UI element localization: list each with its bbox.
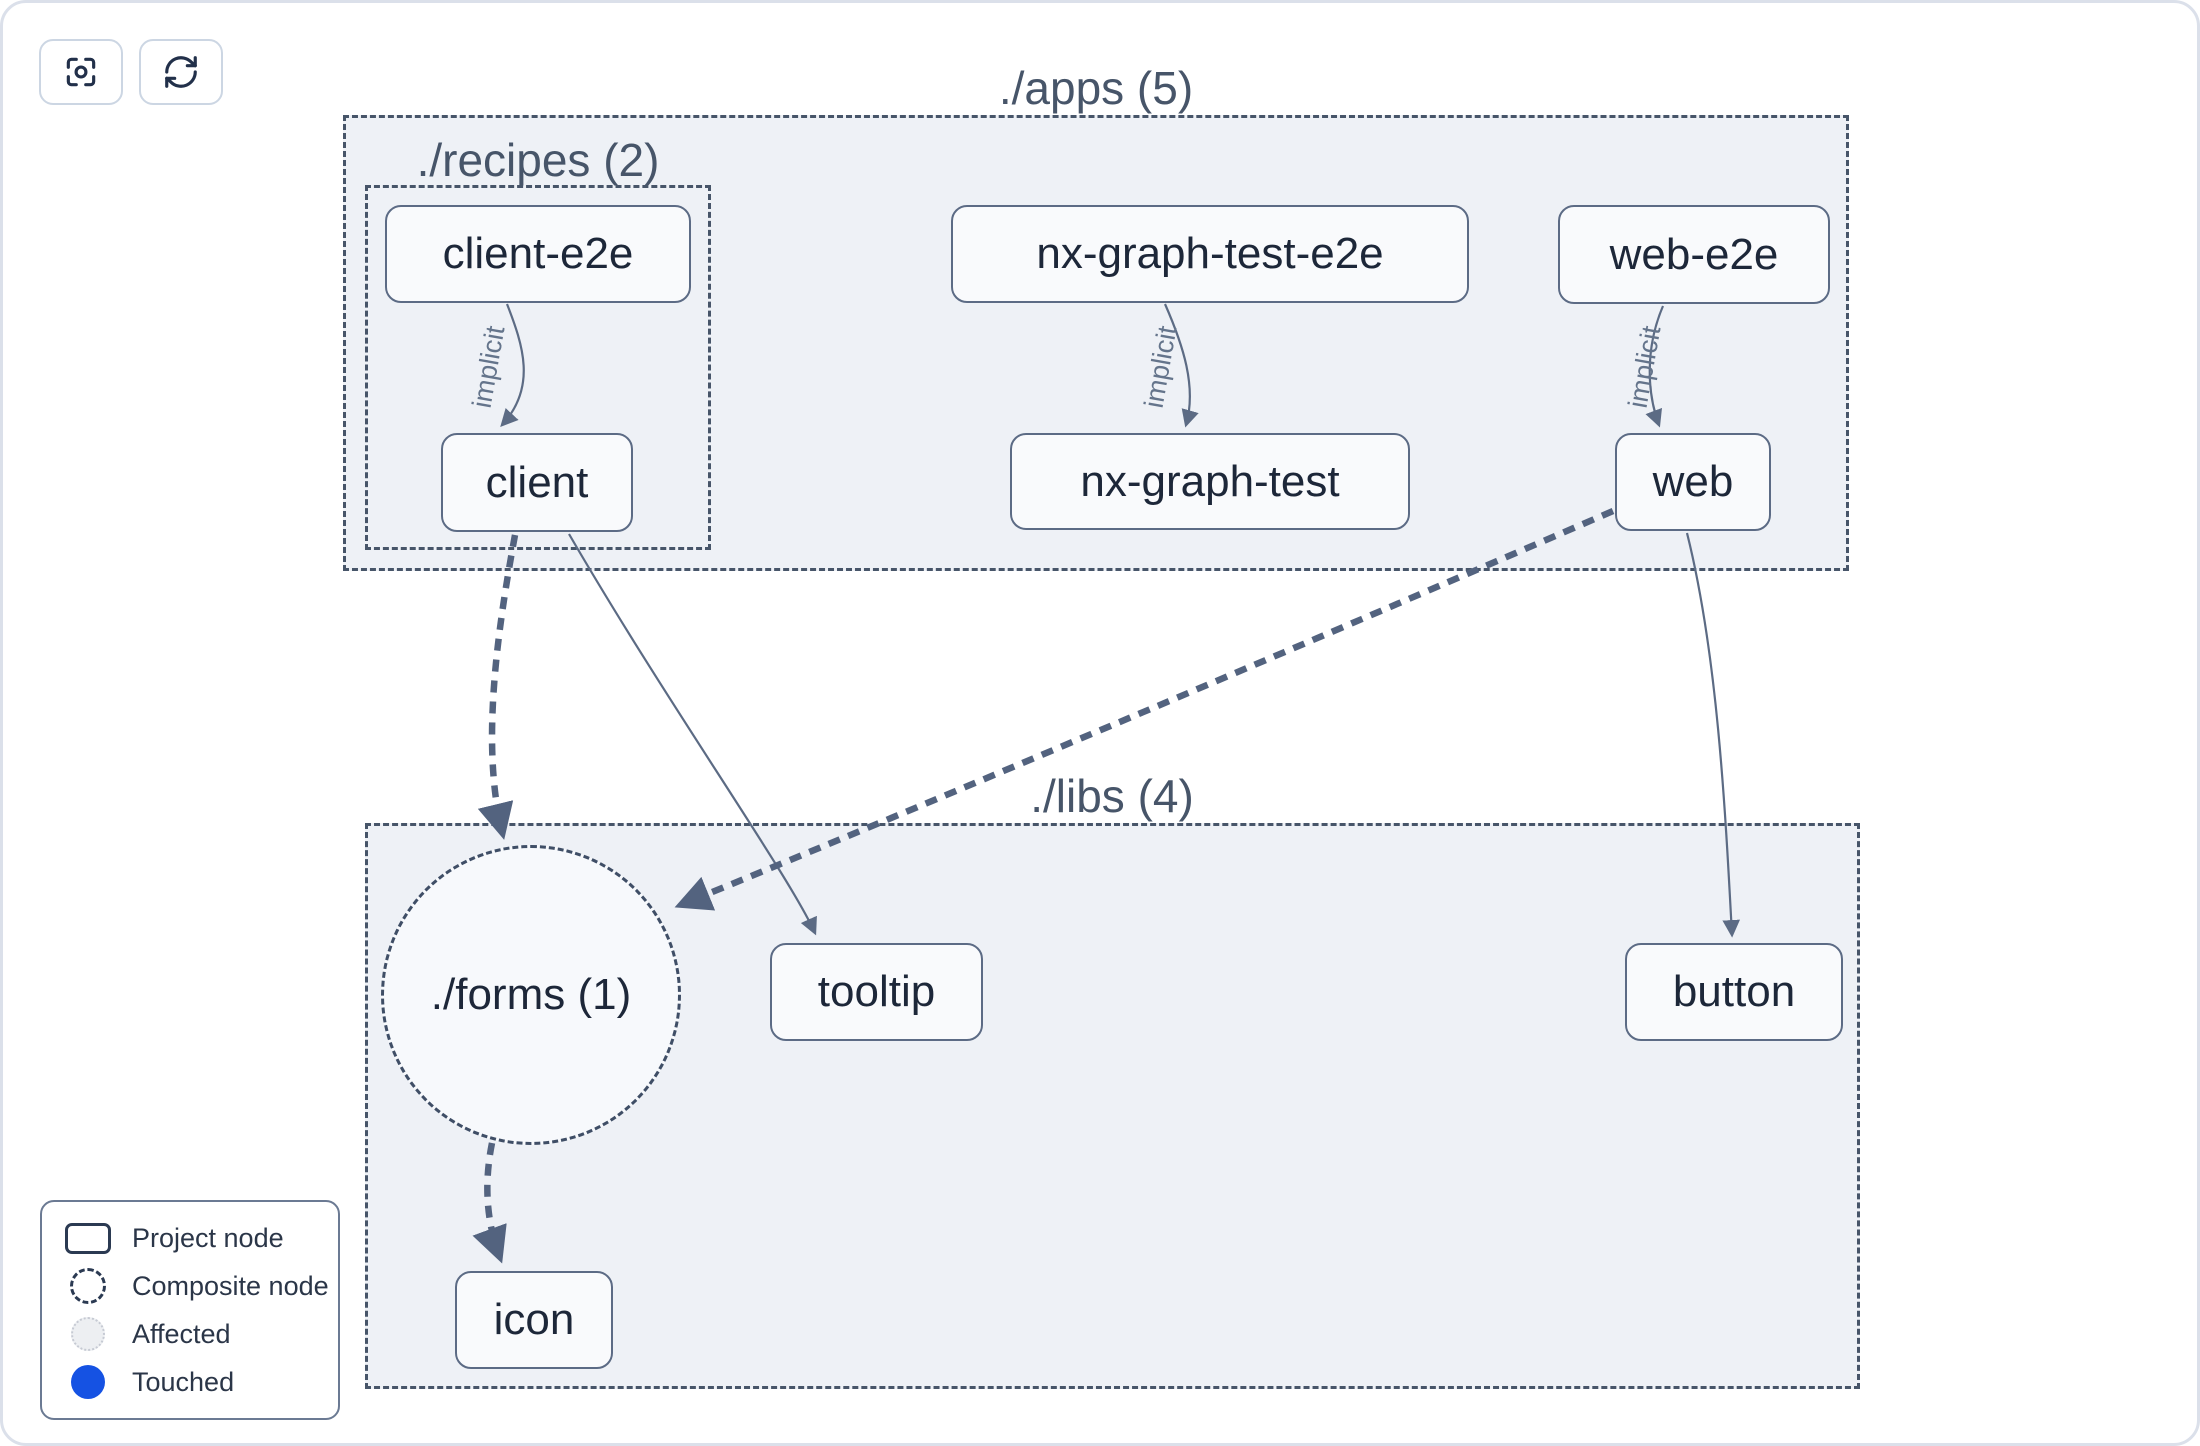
- affected-circle-icon: [71, 1317, 105, 1351]
- node-icon[interactable]: icon: [455, 1271, 613, 1369]
- focus-icon: [66, 57, 96, 87]
- legend-label: Project node: [132, 1222, 284, 1253]
- touched-circle-icon: [71, 1365, 105, 1399]
- node-button[interactable]: button: [1625, 943, 1843, 1041]
- node-client[interactable]: client: [441, 433, 633, 532]
- composite-node-icon: [70, 1268, 106, 1304]
- node-web-e2e[interactable]: web-e2e: [1558, 205, 1830, 304]
- node-nx-graph-test-e2e[interactable]: nx-graph-test-e2e: [951, 205, 1469, 303]
- group-libs-label: ./libs (4): [1030, 770, 1194, 822]
- legend-label: Composite node: [132, 1270, 329, 1301]
- edge-client-to-forms: [477, 534, 519, 840]
- node-nx-graph-test[interactable]: nx-graph-test: [1010, 433, 1410, 530]
- composite-node-forms-label: ./forms (1): [430, 970, 632, 1019]
- group-apps-label: ./apps (5): [998, 62, 1194, 114]
- focus-reset-button[interactable]: [39, 39, 123, 105]
- legend-item-composite-node: Composite node: [60, 1262, 329, 1310]
- group-recipes-label: ./recipes (2): [416, 134, 660, 186]
- node-tooltip[interactable]: tooltip: [770, 943, 983, 1041]
- node-web[interactable]: web: [1615, 433, 1771, 531]
- legend-item-project-node: Project node: [60, 1214, 320, 1262]
- legend-item-touched: Touched: [60, 1358, 320, 1406]
- toolbar: [39, 39, 223, 105]
- project-node-icon: [65, 1222, 111, 1254]
- legend: Project node Composite node Affected Tou…: [40, 1200, 340, 1420]
- node-client-e2e[interactable]: client-e2e: [385, 205, 691, 303]
- legend-label: Touched: [132, 1366, 235, 1397]
- legend-item-affected: Affected: [60, 1310, 320, 1358]
- composite-node-forms[interactable]: ./forms (1): [381, 845, 681, 1145]
- legend-label: Affected: [132, 1318, 231, 1349]
- group-recipes: [365, 185, 711, 550]
- refresh-icon: [165, 56, 197, 88]
- refresh-button[interactable]: [139, 39, 223, 105]
